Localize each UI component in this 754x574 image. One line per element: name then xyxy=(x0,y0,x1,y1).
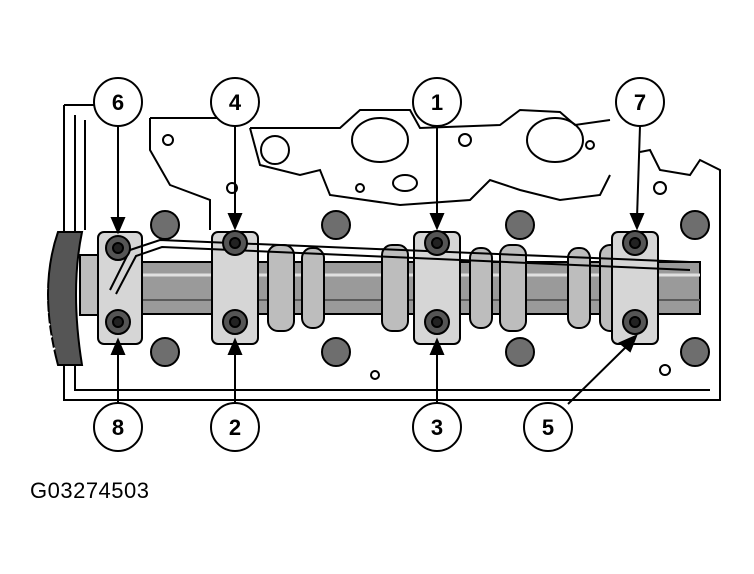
bolt-upper-3 xyxy=(424,230,450,256)
bolt-upper-4 xyxy=(622,230,648,256)
callout-6: 6 xyxy=(93,77,143,127)
svg-text:1: 1 xyxy=(431,90,443,115)
callout-5: 5 xyxy=(523,402,573,452)
cap-bolts xyxy=(105,230,648,335)
callout-8: 8 xyxy=(93,402,143,452)
svg-text:2: 2 xyxy=(229,415,241,440)
svg-text:6: 6 xyxy=(112,90,124,115)
svg-text:5: 5 xyxy=(542,415,554,440)
leader-lines xyxy=(110,125,645,405)
svg-text:8: 8 xyxy=(112,415,124,440)
oil-tube xyxy=(109,238,691,295)
intake-ports xyxy=(162,117,671,380)
callout-7: 7 xyxy=(615,77,665,127)
bolt-upper-1 xyxy=(105,235,131,261)
bolt-lower-4 xyxy=(622,309,648,335)
cylinder-head xyxy=(63,104,721,401)
bolt-lower-1 xyxy=(105,309,131,335)
callout-3: 3 xyxy=(412,402,462,452)
svg-text:7: 7 xyxy=(634,90,646,115)
head-bolts xyxy=(150,210,710,367)
bolt-lower-3 xyxy=(424,309,450,335)
callout-2: 2 xyxy=(210,402,260,452)
figure-code: G03274503 xyxy=(30,478,150,503)
callouts: 6 4 1 7 8 2 3 5 xyxy=(93,77,665,452)
callout-1: 1 xyxy=(412,77,462,127)
bolt-upper-2 xyxy=(222,230,248,256)
bolt-lower-2 xyxy=(222,309,248,335)
callout-4: 4 xyxy=(210,77,260,127)
svg-text:3: 3 xyxy=(431,415,443,440)
svg-text:4: 4 xyxy=(229,90,242,115)
